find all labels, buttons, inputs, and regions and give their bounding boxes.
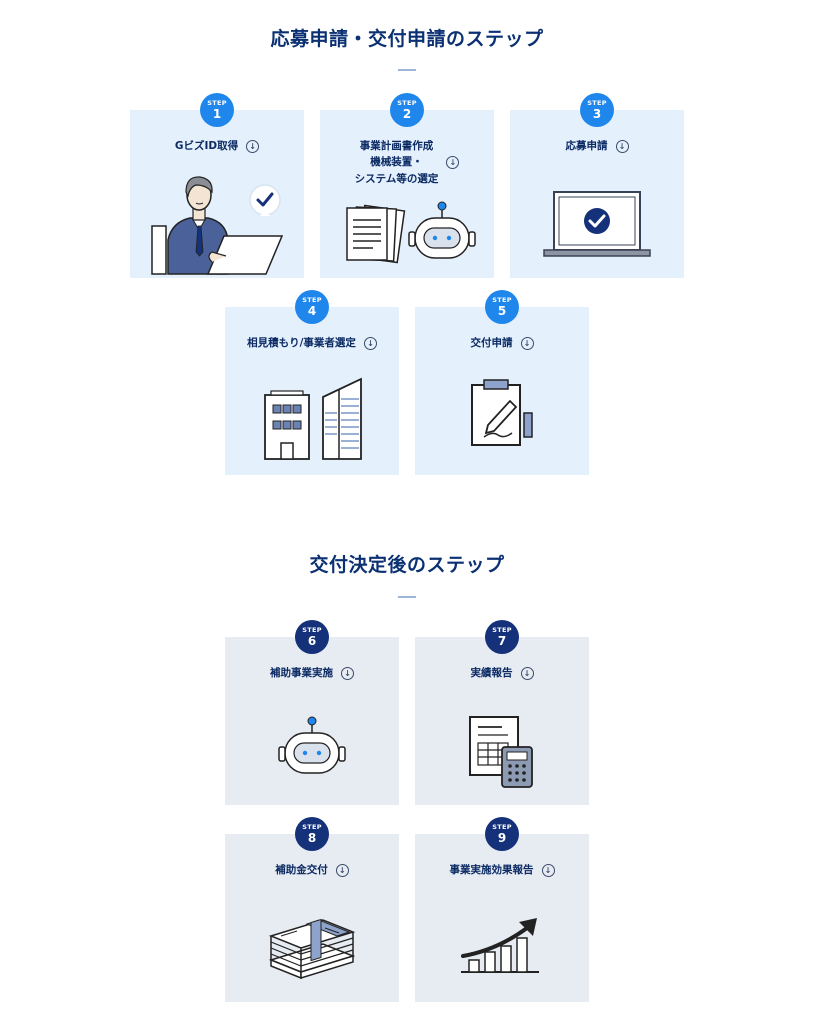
download-icon[interactable]: ↓ [520,666,534,680]
step-label: 補助金交付↓ [225,862,399,878]
money-stack-icon [225,912,399,982]
step-label: GビズID取得↓ [130,138,304,154]
download-icon[interactable]: ↓ [246,139,260,153]
step-label: 応募申請↓ [510,138,684,154]
title-divider [398,69,416,71]
section-title-application: 応募申請・交付申請のステップ [270,28,544,50]
documents-robot-icon [320,200,494,270]
download-icon[interactable]: ↓ [363,336,377,350]
section-title-after-decision: 交付決定後のステップ [309,554,505,576]
robot-icon [225,715,399,779]
download-icon[interactable]: ↓ [520,336,534,350]
buildings-icon [225,375,399,461]
step-label: 補助事業実施↓ [225,665,399,681]
clipboard-pen-icon [415,379,589,449]
report-calculator-icon [415,713,589,789]
download-icon[interactable]: ↓ [341,666,354,680]
title-divider [398,596,416,598]
step-label: 事業実施効果報告↓ [415,862,589,878]
download-icon[interactable]: ↓ [615,139,629,153]
step-label: 事業計画書作成 機械装置・ システム等の選定↓ [320,138,494,187]
step-label: 実績報告↓ [415,665,589,681]
step-label: 相見積もり/事業者選定↓ [225,335,399,351]
step-label: 交付申請↓ [415,335,589,351]
download-icon[interactable]: ↓ [335,863,349,877]
growth-chart-icon [415,916,589,976]
download-icon[interactable]: ↓ [446,155,460,169]
laptop-check-icon [510,188,684,260]
businessman-laptop-icon [130,170,304,278]
download-icon[interactable]: ↓ [541,863,555,877]
